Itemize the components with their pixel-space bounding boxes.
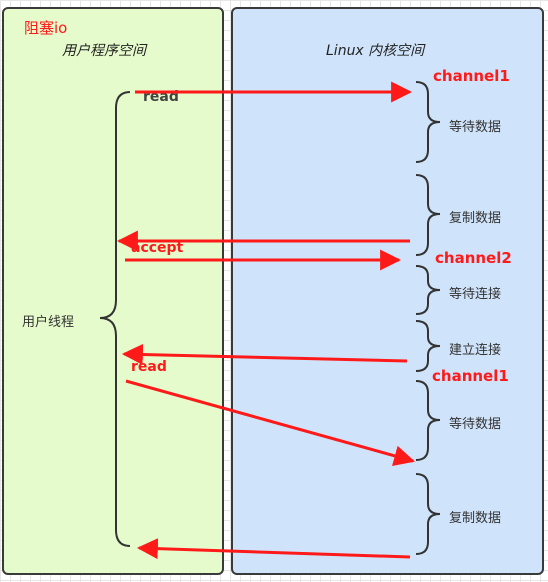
brace-copy-data-1: [415, 174, 441, 256]
brace-wait-data-1: [415, 81, 441, 163]
channel-label-1: channel1: [433, 67, 510, 85]
brace-copy-data-2: [415, 473, 441, 555]
brace-establish-connect: [415, 320, 441, 372]
arrow-read-return: [136, 538, 411, 560]
step-label-copy-data-2: 复制数据: [449, 511, 502, 526]
arrows-group: [116, 81, 416, 560]
brace-wait-data-2: [415, 380, 441, 461]
kernel-space-title: Linux 内核空间: [326, 43, 425, 59]
step-label-establish-connect: 建立连接: [449, 343, 502, 358]
step-label-wait-data-1: 等待数据: [449, 120, 502, 135]
channel-label-3: channel1: [432, 367, 509, 385]
arrow-connect-return: [121, 343, 408, 365]
step-label-wait-connect: 等待连接: [449, 287, 502, 302]
kernel-space-panel: [231, 7, 544, 575]
user-thread-brace: [99, 91, 131, 547]
diagram-label: 阻塞io: [24, 19, 68, 37]
brace-wait-connect: [415, 265, 441, 315]
step-label-copy-data-1: 复制数据: [449, 211, 502, 226]
kernel-step-braces: [415, 81, 441, 555]
user-space-title: 用户程序空间: [62, 43, 146, 59]
step-label-wait-data-2: 等待数据: [449, 417, 502, 432]
action-label-accept: accept: [131, 240, 184, 256]
user-space-panel: [2, 7, 224, 575]
user-thread-label: 用户线程: [22, 315, 75, 330]
arrow-read-request-2: [125, 379, 416, 467]
channel-label-2: channel2: [435, 249, 512, 267]
